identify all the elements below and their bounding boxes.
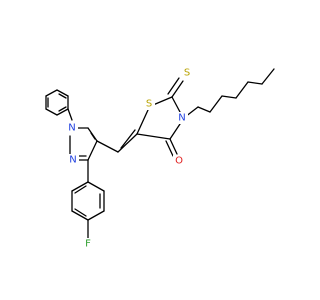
atom-n1: N xyxy=(66,122,78,134)
atom-label-n2: N xyxy=(69,155,76,166)
atom-label-s-ring: S xyxy=(146,99,152,110)
atom-o: O xyxy=(173,155,185,167)
atom-n-thiazolidine: N xyxy=(176,112,188,124)
molecule-structure: N N S S N O F xyxy=(45,67,275,250)
atom-label-n-thiazolidine: N xyxy=(178,113,185,124)
atom-label-n1: N xyxy=(68,123,75,134)
atom-f: F xyxy=(82,238,94,250)
bond-layer xyxy=(45,68,275,240)
atom-label-layer: N N S S N O F xyxy=(66,67,193,250)
atom-label-o: O xyxy=(175,156,183,167)
atom-label-f: F xyxy=(85,239,91,250)
atom-s-ring: S xyxy=(143,98,155,110)
atom-label-s-thione: S xyxy=(184,68,190,79)
atom-n2: N xyxy=(67,154,79,166)
atom-s-thione: S xyxy=(181,67,193,79)
